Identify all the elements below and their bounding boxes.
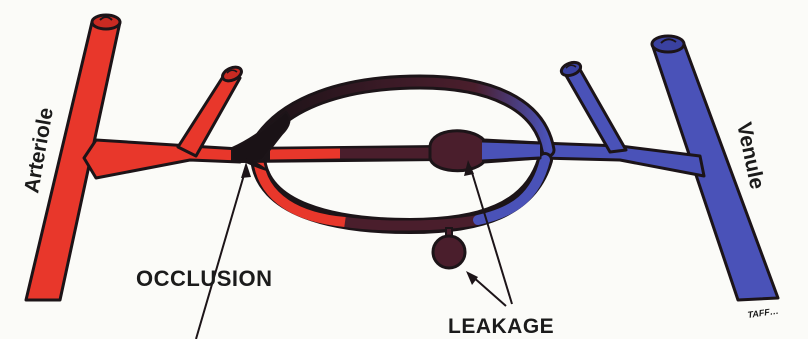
capillary-loop [232,82,548,226]
artist-signature: TAFF… [747,306,779,320]
occlusion-pointer [196,162,251,339]
arteriole-label: Arteriole [20,106,58,195]
venule-label: Venule [732,120,769,191]
occlusion-label: OCCLUSION [136,266,273,291]
leakage-droplet [433,228,465,268]
leakage-pointers [464,160,512,306]
arteriole-vessel [26,15,244,300]
leakage-label: LEAKAGE [448,315,554,338]
